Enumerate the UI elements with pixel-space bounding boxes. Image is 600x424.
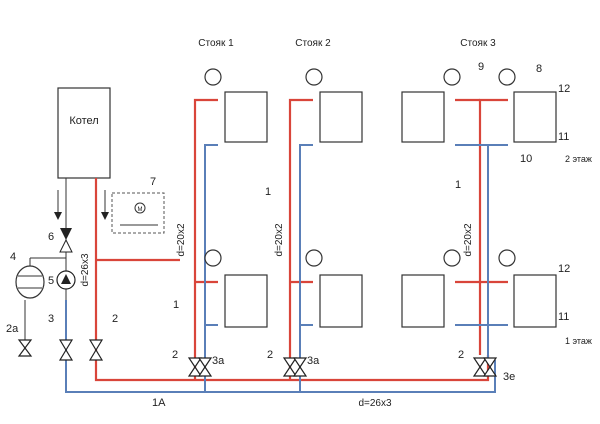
valve-r3-ret-bottom xyxy=(482,365,498,377)
callout-1A: 1А xyxy=(152,397,166,409)
floor1-label: 1 этаж xyxy=(565,336,592,346)
riser3-supply xyxy=(478,98,508,355)
riser1-title: Стояк 1 xyxy=(198,38,234,49)
thermostat-r2-floor1 xyxy=(305,249,323,267)
pipe-size-r1: d=20x2 xyxy=(176,223,187,257)
callout-1-r1: 1 xyxy=(173,299,179,311)
manifold-gauge-label: M xyxy=(138,207,143,213)
pipe-size-main: d=26x3 xyxy=(358,398,392,409)
callout-2-boiler: 2 xyxy=(112,313,118,325)
expansion-tank xyxy=(15,265,45,299)
callout-5: 5 xyxy=(48,275,54,287)
valve-2-top xyxy=(88,339,104,352)
callout-4: 4 xyxy=(10,251,16,263)
floor2-label: 2 этаж xyxy=(565,154,592,164)
radiator-r3-right-floor1 xyxy=(513,274,557,328)
callout-3a-r2: 3а xyxy=(307,355,320,367)
callout-7: 7 xyxy=(150,176,156,188)
riser2-return xyxy=(299,144,313,392)
radiator-r3-left-floor1 xyxy=(401,274,445,328)
valve-2a-bottom xyxy=(17,347,33,357)
pipe-size-r3: d=20x2 xyxy=(463,223,474,257)
thermostat-r3-left-floor2 xyxy=(443,68,461,86)
thermostat-r2-floor2 xyxy=(305,68,323,86)
callout-6: 6 xyxy=(48,231,54,243)
thermostat-r3-left-floor1 xyxy=(443,249,461,267)
callout-11-floor1: 11 xyxy=(558,311,569,323)
main-supply-line xyxy=(94,178,490,382)
pump-arrow xyxy=(61,274,71,284)
pipe-size-supply: d=26x3 xyxy=(80,253,91,287)
radiator-r1-floor2 xyxy=(224,91,268,143)
boiler-label: Котел xyxy=(69,115,98,127)
callout-11-floor2: 11 xyxy=(558,131,569,143)
thermostat-r3-right-floor1 xyxy=(498,249,516,267)
valve-r2-ret-top xyxy=(292,357,308,369)
callout-1-r2: 1 xyxy=(265,186,271,198)
valve-r1-top xyxy=(187,357,203,369)
thermostat-r1-floor1 xyxy=(204,249,222,267)
riser1-supply xyxy=(193,98,218,380)
callout-2a: 2а xyxy=(6,323,19,335)
manifold-box-7 xyxy=(111,192,165,234)
flow-arrow-head-left xyxy=(54,212,62,220)
riser2-title: Стояк 2 xyxy=(295,38,331,49)
callout-12-floor2: 12 xyxy=(558,83,570,95)
radiator-r3-left-floor2 xyxy=(401,91,445,143)
valve-r1-ret-bottom xyxy=(197,365,213,377)
riser1-radiators xyxy=(204,68,268,328)
valve-3-bottom xyxy=(58,348,74,361)
riser3-title: Стояк 3 xyxy=(460,38,496,49)
callout-3a-r1: 3а xyxy=(212,355,225,367)
thermostat-r3-right-floor2 xyxy=(498,68,516,86)
valve-r2-top xyxy=(282,357,298,369)
callout-8: 8 xyxy=(536,63,542,75)
riser1-return xyxy=(204,144,218,392)
manifold-gauge xyxy=(134,202,146,214)
riser3-radiators xyxy=(401,68,557,328)
boiler-box xyxy=(57,87,111,179)
riser2-radiators xyxy=(305,68,363,328)
valve-r1-ret-top xyxy=(197,357,213,369)
valve-2-bottom xyxy=(88,348,104,361)
callout-2-r2: 2 xyxy=(267,349,273,361)
valve-r3-top xyxy=(472,357,488,369)
valve-2a-top xyxy=(17,339,33,349)
valve-3-top xyxy=(58,339,74,352)
callout-10: 10 xyxy=(520,153,532,165)
valve-r3-ret-top xyxy=(482,357,498,369)
pipe-size-r2: d=20x2 xyxy=(274,223,285,257)
thermostat-r1-floor2 xyxy=(204,68,222,86)
radiator-r1-floor1 xyxy=(224,274,268,328)
check-valve-6-lower xyxy=(59,238,73,253)
valve-r1-bottom xyxy=(187,365,203,377)
flow-arrow-head-right xyxy=(101,212,109,220)
callout-2-r3: 2 xyxy=(458,349,464,361)
supply-pipes xyxy=(94,98,508,382)
valve-r2-bottom xyxy=(282,365,298,377)
return-pipes xyxy=(65,144,508,393)
valve-r2-ret-bottom xyxy=(292,365,308,377)
check-valve-6 xyxy=(60,228,72,240)
radiator-r2-floor1 xyxy=(319,274,363,328)
callout-12-floor1: 12 xyxy=(558,263,570,275)
riser2-supply xyxy=(288,98,313,380)
shutoff-valves xyxy=(17,339,498,377)
callout-9: 9 xyxy=(478,61,484,73)
radiator-r3-right-floor2 xyxy=(513,91,557,143)
callout-1-r3: 1 xyxy=(455,179,461,191)
callout-3e: 3е xyxy=(503,371,515,383)
callout-3: 3 xyxy=(48,313,54,325)
callout-2-r1: 2 xyxy=(172,349,178,361)
valve-r3-bottom xyxy=(472,365,488,377)
radiator-r2-floor2 xyxy=(319,91,363,143)
